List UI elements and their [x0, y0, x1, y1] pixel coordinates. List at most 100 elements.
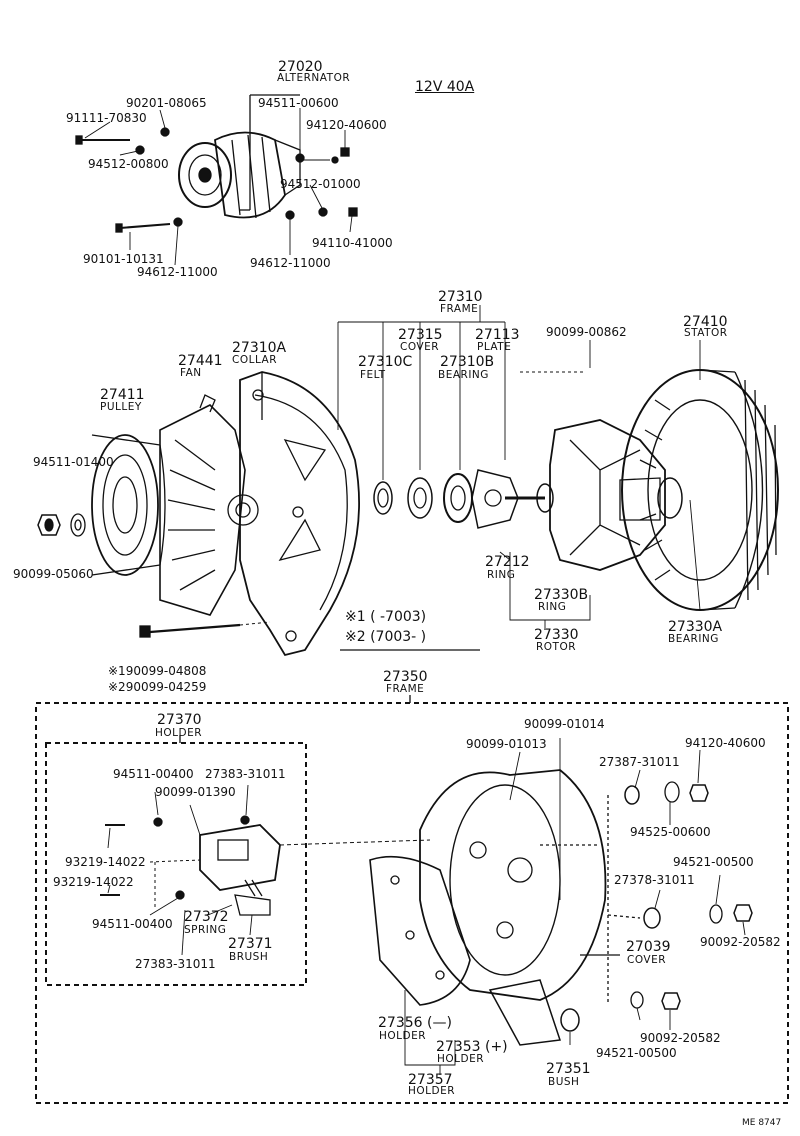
brush-part-number: 27371	[228, 936, 273, 952]
fastener-label: 90101-10131	[83, 252, 164, 266]
part-label: 93219-14022	[65, 855, 146, 869]
through-bolt-icon	[139, 621, 271, 638]
rear-cover-name: COVER	[627, 954, 667, 966]
fan-name: FAN	[180, 367, 202, 379]
screw-label: 90099-00862	[546, 325, 627, 339]
fastener-label: 94110-41000	[312, 236, 393, 250]
holder-set-name: HOLDER	[408, 1085, 456, 1097]
part-label: 93219-14022	[53, 875, 134, 889]
fastener-label: 94512-00800	[88, 157, 169, 171]
felt-part-number: 27310C	[358, 354, 413, 370]
cover-name: COVER	[400, 341, 440, 353]
part-label: 94120-40600	[685, 736, 766, 750]
holder-plus-name: HOLDER	[437, 1053, 485, 1065]
alternator-name: ALTERNATOR	[277, 72, 351, 84]
part-label: 90099-01390	[155, 785, 236, 799]
part-label: 94521-00500	[596, 1046, 677, 1060]
fastener-label: 94612-11000	[137, 265, 218, 279]
bolt-label-1: ※190099-04808	[108, 664, 207, 678]
plate-name: PLATE	[477, 341, 512, 353]
bush-name: BUSH	[548, 1076, 580, 1088]
part-label: 27383-31011	[205, 767, 286, 781]
ring-name: RING	[487, 569, 516, 581]
holder-name: HOLDER	[155, 727, 203, 739]
nut-label: 90099-05060	[13, 567, 94, 581]
leader-lines-bottom	[107, 738, 746, 1075]
bearing-stack-icons	[373, 469, 519, 529]
brush-name: BRUSH	[229, 951, 269, 963]
rear-cover-part-number: 27039	[626, 939, 671, 955]
rear-frame-icon	[369, 769, 607, 1046]
alternator-assembly-icon	[178, 94, 339, 219]
stator-part-number: 27410	[683, 314, 728, 330]
part-label: 27387-31011	[599, 755, 680, 769]
ring-b-part-number: 27330B	[534, 587, 589, 603]
holder-set-part-number: 27357	[408, 1072, 453, 1088]
fastener-label: 94120-40600	[306, 118, 387, 132]
collar-name: COLLAR	[232, 354, 278, 366]
holder-minus-name: HOLDER	[379, 1030, 427, 1042]
pulley-name: PULLEY	[100, 401, 142, 413]
part-label: 94525-00600	[630, 825, 711, 839]
part-label: 90092-20582	[640, 1031, 721, 1045]
bolt-label-2: ※290099-04259	[108, 680, 207, 694]
frame-group-brackets	[337, 305, 701, 628]
pulley-part-number: 27411	[100, 387, 145, 403]
spring-part-number: 27372	[184, 909, 229, 925]
part-label: 90092-20582	[700, 935, 781, 949]
ring-b-name: RING	[538, 601, 567, 613]
brush-holder-icon	[100, 815, 431, 916]
bearing-a-name: BEARING	[668, 633, 719, 645]
part-label: 94511-00400	[92, 917, 173, 931]
fastener-label: 91111-70830	[66, 111, 147, 125]
rotor-part-number: 27330	[534, 627, 579, 643]
fan-icon	[159, 394, 259, 616]
bearing-part-number: 27310B	[440, 354, 495, 370]
holder-plus-part-number: 27353 (+)	[436, 1039, 508, 1055]
part-label: 94521-00500	[673, 855, 754, 869]
holder-minus-part-number: 27356 (—)	[378, 1015, 452, 1031]
front-frame-icon	[239, 371, 360, 657]
stator-name: STATOR	[684, 327, 728, 339]
spec-label: 12V 40A	[415, 79, 475, 95]
part-label: 94511-00400	[113, 767, 194, 781]
collar-part-number: 27310A	[232, 340, 287, 356]
pulley-icon	[91, 434, 166, 576]
nut-washer-icons	[37, 513, 86, 537]
part-label: 27378-31011	[614, 873, 695, 887]
ring-part-number: 27212	[485, 554, 530, 570]
rotor-icon	[505, 419, 683, 571]
frame-part-number: 27310	[438, 289, 483, 305]
rear-small-part-icons	[560, 781, 753, 1032]
leader-lines-top	[84, 108, 353, 266]
part-label: 27383-31011	[135, 957, 216, 971]
fan-part-number: 27441	[178, 353, 223, 369]
felt-name: FELT	[360, 369, 386, 381]
part-label: 90099-01013	[466, 737, 547, 751]
frame-name: FRAME	[440, 303, 479, 315]
holder-part-number: 27370	[157, 712, 202, 728]
fastener-label: 94512-01000	[280, 177, 361, 191]
bush-part-number: 27351	[546, 1061, 591, 1077]
fastener-label: 90201-08065	[126, 96, 207, 110]
bearing-a-part-number: 27330A	[668, 619, 723, 635]
rear-frame-name: FRAME	[386, 683, 425, 695]
plate-part-number: 27113	[475, 327, 520, 343]
bearing-name: BEARING	[438, 369, 489, 381]
production-note-2: ※2 (7003- )	[345, 629, 427, 645]
stator-icon	[621, 369, 779, 611]
fastener-label: 94511-00600	[258, 96, 339, 110]
washer-label: 94511-01400	[33, 455, 114, 469]
production-note-1: ※1 ( -7003)	[345, 609, 427, 625]
alternator-part-number: 27020	[278, 59, 323, 75]
fastener-label: 94612-11000	[250, 256, 331, 270]
part-label: 90099-01014	[524, 717, 605, 731]
rotor-name: ROTOR	[536, 641, 577, 653]
footer-code: ME 8747	[742, 1118, 782, 1128]
rear-frame-dashed-box	[35, 695, 789, 1104]
spring-name: SPRING	[184, 924, 227, 936]
cover-part-number: 27315	[398, 327, 443, 343]
rear-frame-part-number: 27350	[383, 669, 428, 685]
